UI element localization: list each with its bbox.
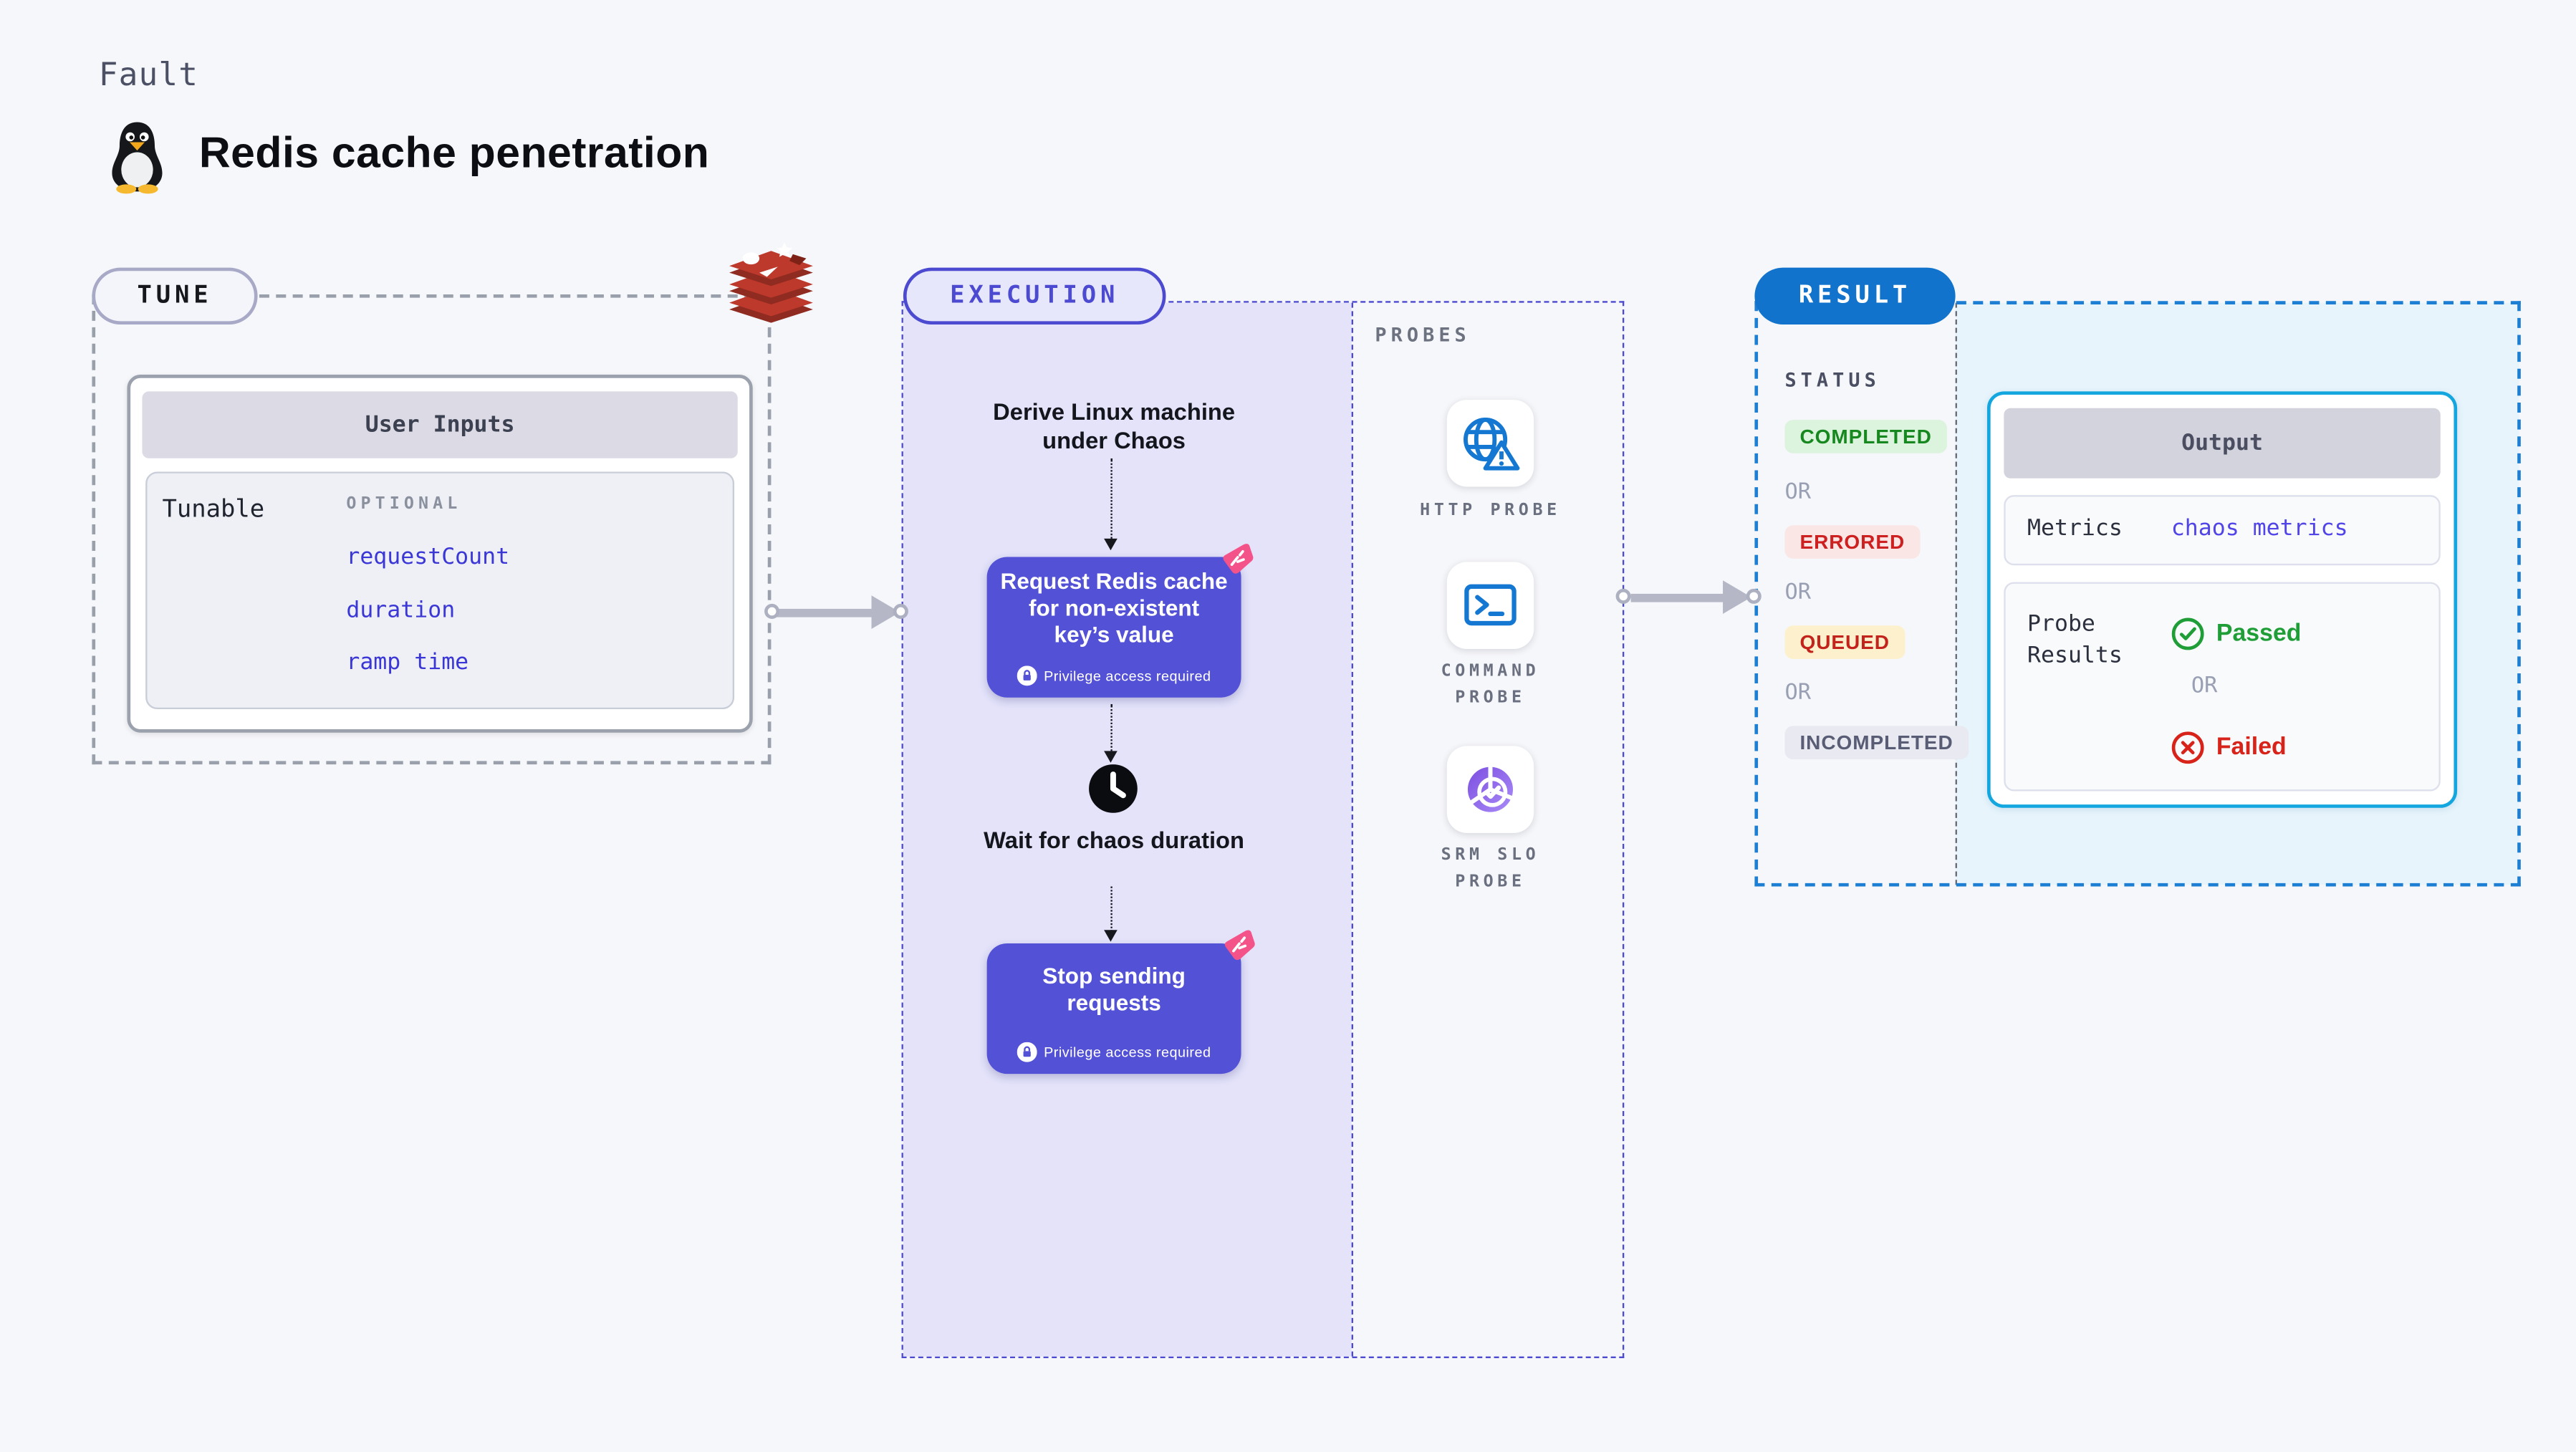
or-separator: OR (1784, 580, 1812, 606)
status-badge-errored: ERRORED (1784, 525, 1921, 559)
terminal-icon (1464, 584, 1517, 626)
execution-badge: EXECUTION (903, 267, 1166, 324)
tux-penguin-icon (112, 122, 163, 194)
arrow-tune-to-execution (772, 608, 877, 617)
tune-section-box (92, 294, 772, 765)
tunable-row-label: Tunable (162, 496, 265, 524)
connector-dot (1746, 588, 1762, 604)
metrics-label: Metrics (2027, 515, 2123, 542)
tunable-item: ramp time (346, 648, 469, 676)
chaos-burst-icon (1223, 544, 1254, 574)
optional-label: OPTIONAL (346, 495, 462, 514)
privilege-label: Privilege access required (1044, 667, 1211, 685)
fault-eyebrow: Fault (98, 57, 199, 94)
connector-dot (1615, 588, 1631, 604)
result-section-box (1754, 301, 2521, 887)
wait-step-text: Wait for chaos duration (984, 826, 1245, 853)
padlock-icon (1017, 665, 1037, 686)
failed-label: Failed (2216, 734, 2287, 761)
derive-step-text: Derive Linux machine under Chaos (993, 398, 1236, 453)
slo-donut-icon (1467, 766, 1514, 812)
status-heading: STATUS (1784, 367, 1880, 392)
srm-slo-probe-label: SRM SLO PROBE (1441, 846, 1540, 891)
execution-flow-panel (903, 302, 1352, 1357)
http-probe-card (1446, 400, 1534, 487)
chaos-burst-icon (1224, 930, 1255, 961)
flow-connector (1110, 704, 1112, 751)
privilege-footer: Privilege access required (987, 663, 1241, 689)
http-probe-label: HTTP PROBE (1420, 501, 1561, 521)
status-badge-incompleted: INCOMPLETED (1784, 726, 1969, 760)
tunable-item: duration (346, 597, 456, 624)
request-redis-node: Request Redis cache for non-existent key… (986, 557, 1241, 698)
request-redis-node-label: Request Redis cache for non-existent key… (1000, 568, 1228, 648)
flow-connector (1110, 458, 1112, 539)
metrics-value: chaos metrics (2171, 515, 2348, 542)
or-separator: OR (1784, 480, 1812, 506)
connector-dot (764, 603, 780, 619)
flow-connector (1110, 886, 1112, 932)
redis-stack-icon (729, 242, 813, 323)
flow-connector-arrowhead (1104, 751, 1118, 763)
output-title: Output (2004, 408, 2441, 479)
tunable-item: requestCount (346, 543, 510, 571)
probes-heading: PROBES (1375, 322, 1471, 347)
status-badge-queued: QUEUED (1784, 625, 1905, 659)
connector-dot (893, 603, 908, 619)
status-badge-completed: COMPLETED (1784, 420, 1947, 453)
page-title: Redis cache penetration (198, 127, 710, 178)
globe-alert-icon (1464, 418, 1520, 471)
flow-connector-arrowhead (1104, 538, 1118, 551)
tunable-panel (145, 471, 735, 710)
x-circle-icon (2171, 731, 2204, 764)
probes-panel: PROBES HTTP PROBE (1351, 302, 1623, 1357)
privilege-label: Privilege access required (1044, 1044, 1211, 1061)
execution-section-box: PROBES HTTP PROBE (901, 301, 1625, 1359)
flow-connector-arrowhead (1104, 930, 1118, 942)
passed-label: Passed (2216, 620, 2302, 648)
check-circle-icon (2171, 617, 2204, 650)
user-inputs-title: User Inputs (142, 391, 738, 458)
result-badge: RESULT (1754, 267, 1956, 324)
privilege-footer: Privilege access required (987, 1039, 1241, 1065)
failed-indicator: Failed (2171, 731, 2287, 764)
padlock-icon (1017, 1042, 1037, 1062)
or-separator: OR (2191, 674, 2218, 700)
metrics-row (2004, 495, 2441, 566)
clock-icon (1089, 764, 1138, 813)
passed-indicator: Passed (2171, 617, 2302, 651)
srm-slo-probe-card (1446, 746, 1534, 833)
probe-results-row (2004, 582, 2441, 792)
command-probe-card (1446, 562, 1534, 649)
or-separator: OR (1784, 681, 1812, 706)
stop-sending-node-label: Stop sending requests (1042, 963, 1186, 1016)
stop-sending-node: Stop sending requests Privilege access r… (986, 943, 1241, 1074)
arrow-execution-to-result (1630, 593, 1729, 602)
tune-badge: TUNE (92, 267, 258, 324)
command-probe-label: COMMAND PROBE (1441, 662, 1540, 707)
probe-results-label: Probe Results (2027, 610, 2123, 669)
